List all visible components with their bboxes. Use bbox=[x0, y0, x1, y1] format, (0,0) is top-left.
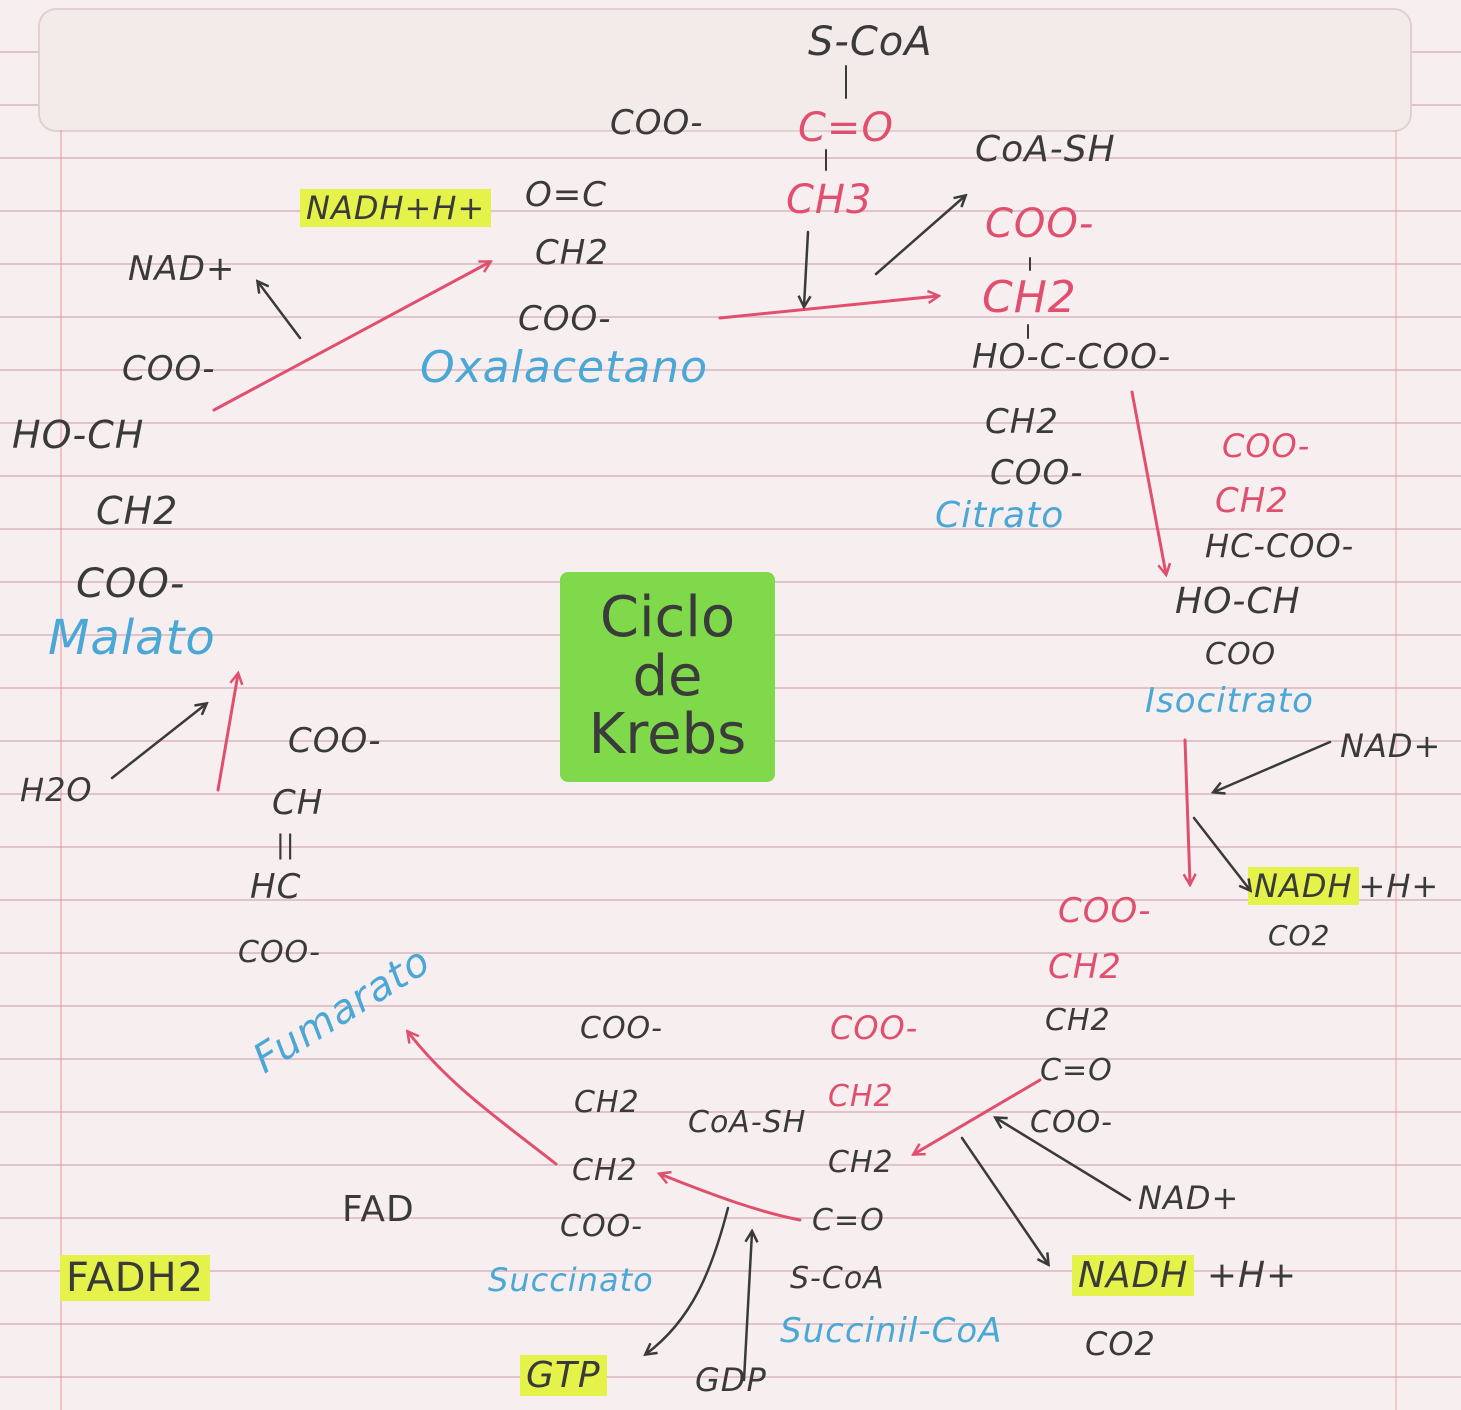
oxaloacetate-line-2: O=C bbox=[525, 175, 607, 215]
arrow-akg-to-succinyl-coa bbox=[914, 1078, 1042, 1154]
alpha-ketoglutarate-line-5: COO- bbox=[1030, 1105, 1113, 1140]
title-line-1: Ciclo bbox=[599, 584, 736, 650]
arrow-succinyl-coa-to-succinate bbox=[660, 1174, 802, 1222]
alpha-ketoglutarate-line-1: COO- bbox=[1058, 891, 1152, 931]
isocitrate-line-5: COO bbox=[1205, 637, 1277, 672]
krebs-cycle-title: Ciclo de Krebs bbox=[560, 572, 775, 782]
coa-sh-bottom-label: CoA-SH bbox=[688, 1105, 807, 1140]
gdp-label: GDP bbox=[695, 1361, 767, 1399]
acetyl-coa-methyl: CH3 bbox=[786, 177, 873, 223]
succinyl-coa-line-5: S-CoA bbox=[790, 1261, 885, 1296]
isocitrate-nad-label: NAD+ bbox=[1340, 727, 1442, 765]
arrow-water-in bbox=[110, 704, 206, 780]
gtp-highlight: GTP bbox=[520, 1355, 607, 1396]
fad-label: FAD bbox=[342, 1189, 415, 1230]
arrow-isocitrate-nadh-out bbox=[1192, 816, 1250, 890]
arrow-coa-sh-out bbox=[874, 196, 965, 276]
akg-h-label: +H+ bbox=[1206, 1255, 1298, 1296]
citrate-line-1: COO- bbox=[985, 201, 1095, 247]
alpha-ketoglutarate-line-4: C=O bbox=[1040, 1053, 1113, 1088]
fadh2-label: FADH2 bbox=[60, 1255, 211, 1301]
malate-line-4: COO- bbox=[76, 561, 186, 607]
malate-nadh-label: NADH+H+ bbox=[300, 189, 492, 227]
akg-co2-label: CO2 bbox=[1085, 1325, 1156, 1363]
arrow-oxaloacetate-to-citrate bbox=[718, 296, 938, 320]
isocitrate-nadh-label: NADH+H+ bbox=[1248, 867, 1440, 905]
succinyl-coa-name: Succinil-CoA bbox=[780, 1311, 1003, 1351]
malate-line-3: CH2 bbox=[96, 489, 179, 533]
citrate-line-2: CH2 bbox=[982, 272, 1077, 323]
fumarate-line-5: COO- bbox=[238, 935, 321, 970]
malate-name: Malato bbox=[48, 610, 216, 666]
arrow-malate-nad bbox=[258, 282, 302, 340]
succinate-line-2: CH2 bbox=[574, 1085, 640, 1120]
succinate-line-1: COO- bbox=[580, 1011, 663, 1046]
title-line-3: Krebs bbox=[588, 702, 747, 768]
coa-sh-released: CoA-SH bbox=[975, 129, 1116, 170]
succinate-line-4: COO- bbox=[560, 1209, 643, 1244]
alpha-ketoglutarate-line-2: CH2 bbox=[1048, 947, 1122, 987]
arrow-citrate-to-isocitrate bbox=[1130, 390, 1166, 574]
malate-line-2: HO-CH bbox=[12, 413, 145, 457]
water-label: H2O bbox=[20, 771, 93, 809]
isocitrate-h-label: +H+ bbox=[1358, 867, 1440, 905]
akg-nad-label: NAD+ bbox=[1138, 1179, 1240, 1217]
arrow-akg-nad-in bbox=[996, 1118, 1132, 1202]
arrow-malate-to-oxaloacetate bbox=[212, 262, 490, 412]
arrow-acetyl-coa-in bbox=[804, 230, 808, 306]
akg-nadh-label: NADH +H+ bbox=[1072, 1255, 1298, 1296]
nadh-highlight: NADH bbox=[1248, 867, 1359, 905]
nadh-highlight: NADH bbox=[1072, 1255, 1195, 1296]
succinate-name: Succinato bbox=[488, 1261, 654, 1299]
citrate-line-5: COO- bbox=[990, 453, 1084, 493]
oxaloacetate-name: Oxalacetano bbox=[420, 342, 709, 393]
acetyl-coa-s-coa: S-CoA bbox=[808, 19, 933, 65]
isocitrate-line-3: HC-COO- bbox=[1205, 527, 1355, 565]
malate-line-1: COO- bbox=[122, 349, 216, 389]
succinyl-coa-line-3: CH2 bbox=[828, 1145, 894, 1180]
title-line-2: de bbox=[632, 643, 703, 709]
fumarate-line-3: || bbox=[276, 830, 296, 860]
citrate-line-3: HO-C-COO- bbox=[972, 337, 1172, 377]
succinyl-coa-line-4: C=O bbox=[812, 1203, 885, 1238]
oxaloacetate-line-1: COO- bbox=[610, 103, 704, 143]
acetyl-coa-carbonyl: C=O bbox=[798, 105, 894, 151]
nadh-highlight: NADH+H+ bbox=[300, 189, 492, 227]
arrow-fumarate-to-malate bbox=[216, 674, 238, 792]
isocitrate-line-4: HO-CH bbox=[1175, 581, 1301, 622]
arrow-succinate-to-fumarate bbox=[408, 1032, 558, 1166]
oxaloacetate-line-4: COO- bbox=[518, 299, 612, 339]
arrow-isocitrate-to-akg bbox=[1185, 738, 1190, 884]
arrow-akg-nadh-out bbox=[960, 1136, 1048, 1264]
oxaloacetate-line-3: CH2 bbox=[535, 233, 609, 273]
arrow-gtp-out bbox=[646, 1206, 730, 1354]
fadh2-highlight: FADH2 bbox=[60, 1255, 211, 1301]
notebook-margin-line bbox=[60, 130, 62, 1410]
arrow-gdp-in bbox=[742, 1232, 752, 1382]
isocitrate-co2-label: CO2 bbox=[1268, 919, 1331, 952]
fumarate-line-2: CH bbox=[272, 783, 324, 823]
succinyl-coa-line-1: COO- bbox=[830, 1009, 919, 1047]
gtp-label: GTP bbox=[520, 1355, 607, 1396]
malate-nad-label: NAD+ bbox=[128, 249, 236, 289]
fumarate-line-1: COO- bbox=[288, 721, 382, 761]
arrow-isocitrate-nad-in bbox=[1214, 740, 1332, 792]
citrate-name: Citrato bbox=[935, 495, 1065, 536]
notebook-right-margin-line bbox=[1395, 130, 1397, 1410]
isocitrate-line-2: CH2 bbox=[1215, 481, 1289, 521]
alpha-ketoglutarate-line-3: CH2 bbox=[1045, 1003, 1111, 1038]
succinate-line-3: CH2 bbox=[572, 1153, 638, 1188]
citrate-line-4: CH2 bbox=[985, 402, 1059, 442]
notebook-header-band bbox=[38, 8, 1412, 132]
isocitrate-line-1: COO- bbox=[1222, 427, 1311, 465]
succinyl-coa-line-2: CH2 bbox=[828, 1079, 894, 1114]
isocitrate-name: Isocitrato bbox=[1145, 681, 1314, 721]
fumarate-line-4: HC bbox=[250, 867, 302, 907]
